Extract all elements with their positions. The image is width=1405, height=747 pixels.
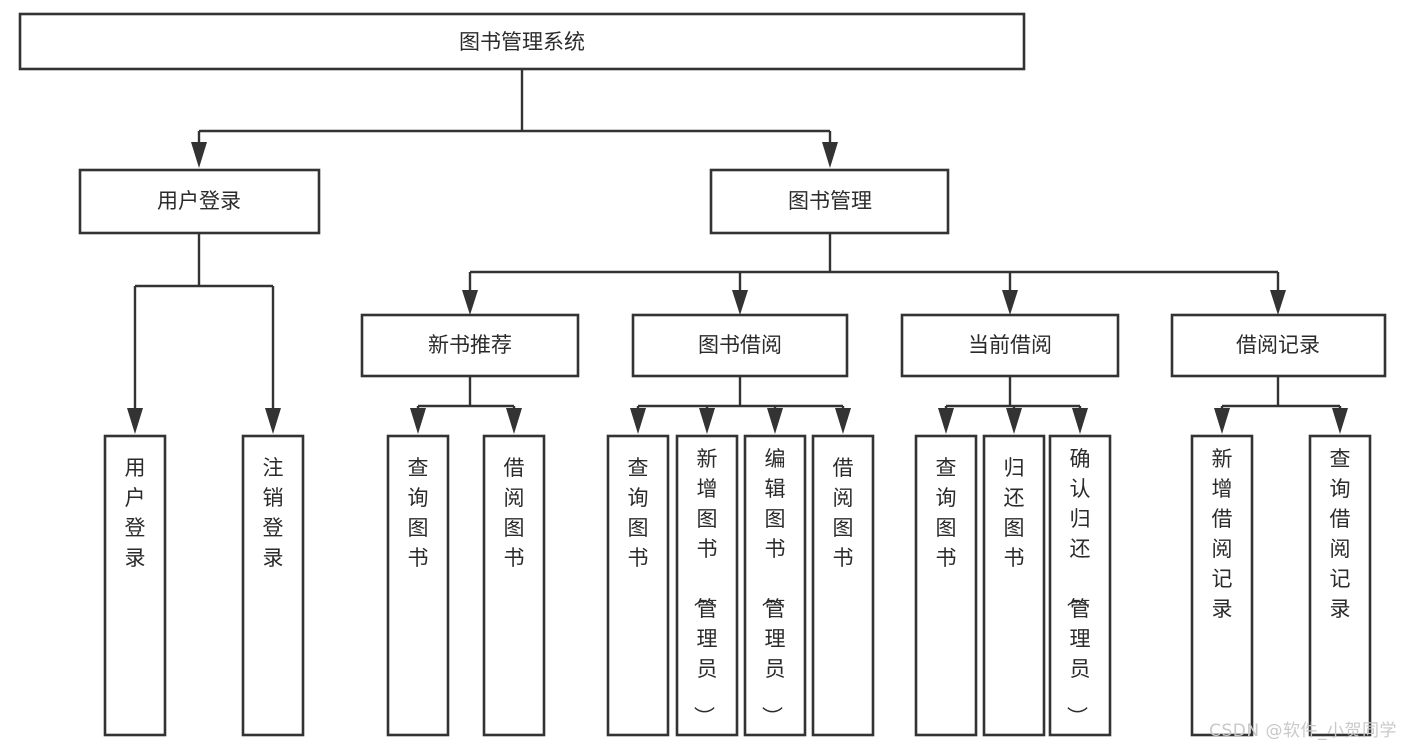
- leaf-node[interactable]: 编辑图书（管理员）: [743, 434, 807, 737]
- node-book-borrow-box: [631, 313, 849, 378]
- leaf-query-record-box: [1308, 434, 1372, 737]
- arrow-head-current-borrow-leaf-1: [938, 408, 954, 434]
- leaf-borrow-book-1-label: 借阅图书: [504, 456, 525, 570]
- leaf-edit-book-label: 编辑图书（管理员）: [760, 447, 786, 727]
- leaf-confirm-return-box: [1048, 434, 1112, 737]
- arrow-head-user-login-leaf-2: [265, 408, 281, 434]
- leaf-node[interactable]: 新增借阅记录: [1190, 434, 1254, 737]
- leaf-node[interactable]: 用户登录: [103, 434, 167, 737]
- node-root-box: [18, 12, 1026, 71]
- node-book-manage-label: 图书管理: [788, 189, 872, 213]
- arrow-head-book-borrow: [732, 290, 748, 315]
- leaf-confirm-return-label: 确认归还（管理员）: [1065, 447, 1091, 727]
- leaf-logout-box: [241, 434, 305, 737]
- arrow-head-book-borrow-leaf-3: [767, 408, 783, 434]
- node-user-login[interactable]: 用户登录: [78, 168, 321, 235]
- leaf-query-book-2-box: [606, 434, 670, 737]
- node-book-borrow[interactable]: 图书借阅: [631, 313, 849, 378]
- leaf-logout-label: 注销登录: [263, 456, 284, 570]
- arrow-head-user-login: [191, 142, 207, 168]
- leaf-query-book-2-label: 查询图书: [628, 456, 649, 570]
- leaf-node[interactable]: 查询图书: [386, 434, 450, 737]
- arrow-head-borrow-record: [1270, 290, 1286, 315]
- arrow-head-new-book-leaf-1: [410, 408, 426, 434]
- leaf-add-record-label: 新增借阅记录: [1212, 447, 1233, 621]
- leaf-node[interactable]: 查询图书: [606, 434, 670, 737]
- leaf-query-book-3-box: [914, 434, 978, 737]
- arrow-head-new-book: [462, 290, 478, 315]
- node-new-book-recommend-label: 新书推荐: [428, 333, 512, 357]
- leaf-node[interactable]: 确认归还（管理员）: [1048, 434, 1112, 737]
- leaf-query-book-3-label: 查询图书: [936, 456, 957, 570]
- arrow-head-user-login-leaf-1: [127, 408, 143, 434]
- leaf-borrow-book-1-box: [482, 434, 546, 737]
- node-current-borrow-box: [900, 313, 1120, 378]
- leaf-query-book-1-box: [386, 434, 450, 737]
- leaf-borrow-book-2-label: 借阅图书: [833, 456, 854, 570]
- node-borrow-record[interactable]: 借阅记录: [1170, 313, 1387, 378]
- connector-group-current-borrow: [938, 376, 1088, 434]
- connector-group-user-login: [127, 233, 281, 434]
- node-current-borrow-label: 当前借阅: [968, 333, 1052, 357]
- node-book-borrow-label: 图书借阅: [698, 333, 782, 357]
- node-borrow-record-box: [1170, 313, 1387, 378]
- leaf-add-record-box: [1190, 434, 1254, 737]
- leaf-edit-book-box: [743, 434, 807, 737]
- arrow-head-borrow-record-leaf-2: [1332, 408, 1348, 434]
- leaf-return-book-label: 归还图书: [1004, 456, 1025, 570]
- leaf-query-book-1-label: 查询图书: [408, 456, 429, 570]
- connector-group-borrow-record: [1214, 376, 1348, 434]
- leaf-user-login-box: [103, 434, 167, 737]
- arrow-head-current-borrow-leaf-2: [1006, 408, 1022, 434]
- connector-group-new-book: [410, 376, 522, 434]
- arrow-head-borrow-record-leaf-1: [1214, 408, 1230, 434]
- node-book-manage-box: [709, 168, 950, 235]
- node-root-system[interactable]: 图书管理系统: [18, 12, 1026, 71]
- leaf-node[interactable]: 新增图书（管理员）: [675, 434, 739, 737]
- connector-group-root: [191, 69, 838, 168]
- connector-group-book-manage: [462, 233, 1286, 315]
- arrow-head-book-borrow-leaf-2: [699, 408, 715, 434]
- leaf-node[interactable]: 借阅图书: [482, 434, 546, 737]
- arrow-head-new-book-leaf-2: [506, 408, 522, 434]
- arrow-head-book-manage: [822, 142, 838, 168]
- arrow-head-book-borrow-leaf-1: [630, 408, 646, 434]
- leaf-add-book-box: [675, 434, 739, 737]
- leaf-user-login-label: 用户登录: [125, 456, 146, 570]
- node-current-borrow[interactable]: 当前借阅: [900, 313, 1120, 378]
- leaf-node[interactable]: 查询图书: [914, 434, 978, 737]
- connector-group-book-borrow: [630, 376, 851, 434]
- csdn-watermark: CSDN @软件_小贺同学: [1209, 721, 1397, 741]
- leaf-query-record-label: 查询借阅记录: [1330, 447, 1351, 621]
- node-user-login-box: [78, 168, 321, 235]
- leaf-return-book-box: [982, 434, 1046, 737]
- node-borrow-record-label: 借阅记录: [1236, 333, 1320, 357]
- node-root-label: 图书管理系统: [459, 30, 585, 54]
- leaf-add-book-label: 新增图书（管理员）: [692, 447, 718, 727]
- leaf-node[interactable]: 查询借阅记录: [1308, 434, 1372, 737]
- leaf-node[interactable]: 归还图书: [982, 434, 1046, 737]
- arrow-head-book-borrow-leaf-4: [835, 408, 851, 434]
- node-user-login-label: 用户登录: [157, 189, 241, 213]
- node-new-book-recommend[interactable]: 新书推荐: [360, 313, 580, 378]
- leaf-node[interactable]: 借阅图书: [811, 434, 875, 737]
- node-new-book-recommend-box: [360, 313, 580, 378]
- arrow-head-current-borrow-leaf-3: [1072, 408, 1088, 434]
- leaf-node[interactable]: 注销登录: [241, 434, 305, 737]
- node-book-manage[interactable]: 图书管理: [709, 168, 950, 235]
- arrow-head-current-borrow: [1002, 290, 1018, 315]
- leaf-borrow-book-2-box: [811, 434, 875, 737]
